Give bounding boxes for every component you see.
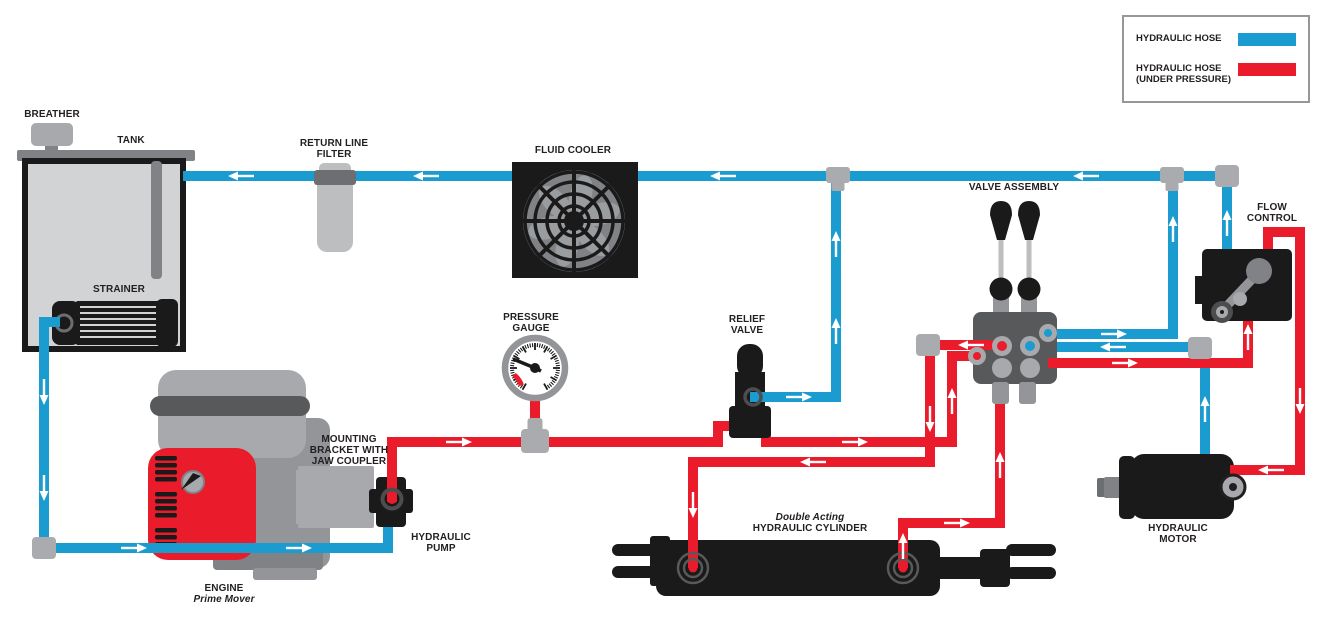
flow-arrow-icon [228,171,254,181]
flow-arrow-icon [995,452,1005,478]
flow-arrow-icon [286,543,312,553]
return-line-filter [314,163,356,252]
pump-port-center [387,494,397,504]
legend-item-hose: HYDRAULIC HOSE [1136,33,1296,47]
legend-text: (UNDER PRESSURE) [1136,73,1232,85]
flow-arrow-icon [1112,358,1138,368]
label-text: STRAINER [93,284,145,295]
label-text: BRACKET WITH [309,445,389,456]
flow-arrow-icon [947,388,957,414]
engine [148,370,352,580]
label-text: Double Acting [775,512,845,523]
flow-arrow-icon [898,533,908,559]
legend-item-label: HYDRAULIC HOSE (UNDER PRESSURE) [1136,63,1231,85]
hydraulic-cylinder [612,536,1056,596]
label-text: RELIEF [728,314,766,325]
flow-arrow-icon [1073,171,1099,181]
flow-arrow-icon [1101,329,1127,339]
flow-arrow-icon [1295,388,1305,414]
label-text: VALVE [730,325,764,336]
label-text: VALVE ASSEMBLY [968,182,1060,193]
strainer [52,299,178,347]
label-text: BREATHER [24,109,80,120]
flow-arrow-icon [831,318,841,344]
hydraulic-motor [1097,454,1234,519]
legend-item-label: HYDRAULIC HOSE [1136,33,1222,44]
legend: HYDRAULIC HOSE HYDRAULIC HOSE (UNDER PRE… [1122,15,1310,103]
legend-swatch-blue [1238,33,1296,47]
hose-pressure-main [387,351,970,502]
label-text: ENGINE [204,583,244,594]
flow-arrow-icon [842,437,868,447]
flow-arrow-icon [710,171,736,181]
flow-arrow-icon [1258,465,1284,475]
legend-swatch-red [1238,62,1296,76]
flow-arrow-icon [1243,324,1253,350]
motor-port [1219,473,1247,501]
pressure-gauge [501,334,569,453]
label-text: FILTER [316,149,352,160]
label-valve-assembly: VALVE ASSEMBLY [934,182,1094,193]
label-text: HYDRAULIC [411,532,471,543]
flow-arrow-icon [413,171,439,181]
fluid-cooler [512,162,638,278]
label-text: HYDRAULIC CYLINDER [752,523,868,534]
flow-arrow-icon [121,543,147,553]
label-text: JAW COUPLER [311,456,387,467]
label-text: TANK [117,135,145,146]
flow-control [1195,249,1292,323]
legend-text: HYDRAULIC HOSE [1136,62,1222,74]
flow-arrow-icon [446,437,472,447]
flow-arrow-icon [1222,210,1232,236]
flow-arrow-icon [1100,342,1126,352]
flow-arrow-icon [958,340,984,350]
label-text: MOTOR [1159,534,1197,545]
label-text: Prime Mover [193,594,255,605]
label-breather: BREATHER [0,109,132,120]
label-text: PUMP [426,543,456,554]
flow-arrow-icon [688,492,698,518]
flow-arrow-icon [1168,216,1178,242]
flow-arrow-icon [1200,396,1210,422]
flow-arrows [39,171,1305,559]
label-text: FLOW [1257,202,1287,213]
mounting-bracket [298,466,374,528]
label-text: RETURN LINE [299,138,369,149]
flow-arrow-icon [39,475,49,501]
pipe-fittings [32,165,1239,559]
relief-port [743,387,763,407]
label-text: FLUID COOLER [534,145,612,156]
legend-item-hose-pressure: HYDRAULIC HOSE (UNDER PRESSURE) [1136,62,1296,85]
flow-arrow-icon [831,231,841,257]
label-text: HYDRAULIC [1148,523,1208,534]
valve-ports [968,324,1057,404]
flow-arrow-icon [39,379,49,405]
flow-arrow-icon [786,392,812,402]
legend-text: HYDRAULIC HOSE [1136,33,1222,45]
flow-arrow-icon [800,457,826,467]
flow-arrow-icon [925,406,935,432]
flow-arrow-icon [944,518,970,528]
label-strainer: STRAINER [39,284,199,295]
tank [17,123,195,352]
label-text: CONTROL [1246,213,1298,224]
label-fluid-cooler: FLUID COOLER [493,145,653,156]
label-text: GAUGE [512,323,550,334]
label-text: PRESSURE [503,312,559,323]
label-tank: TANK [51,135,211,146]
pump-port [380,487,404,511]
label-text: MOUNTING [321,434,377,445]
